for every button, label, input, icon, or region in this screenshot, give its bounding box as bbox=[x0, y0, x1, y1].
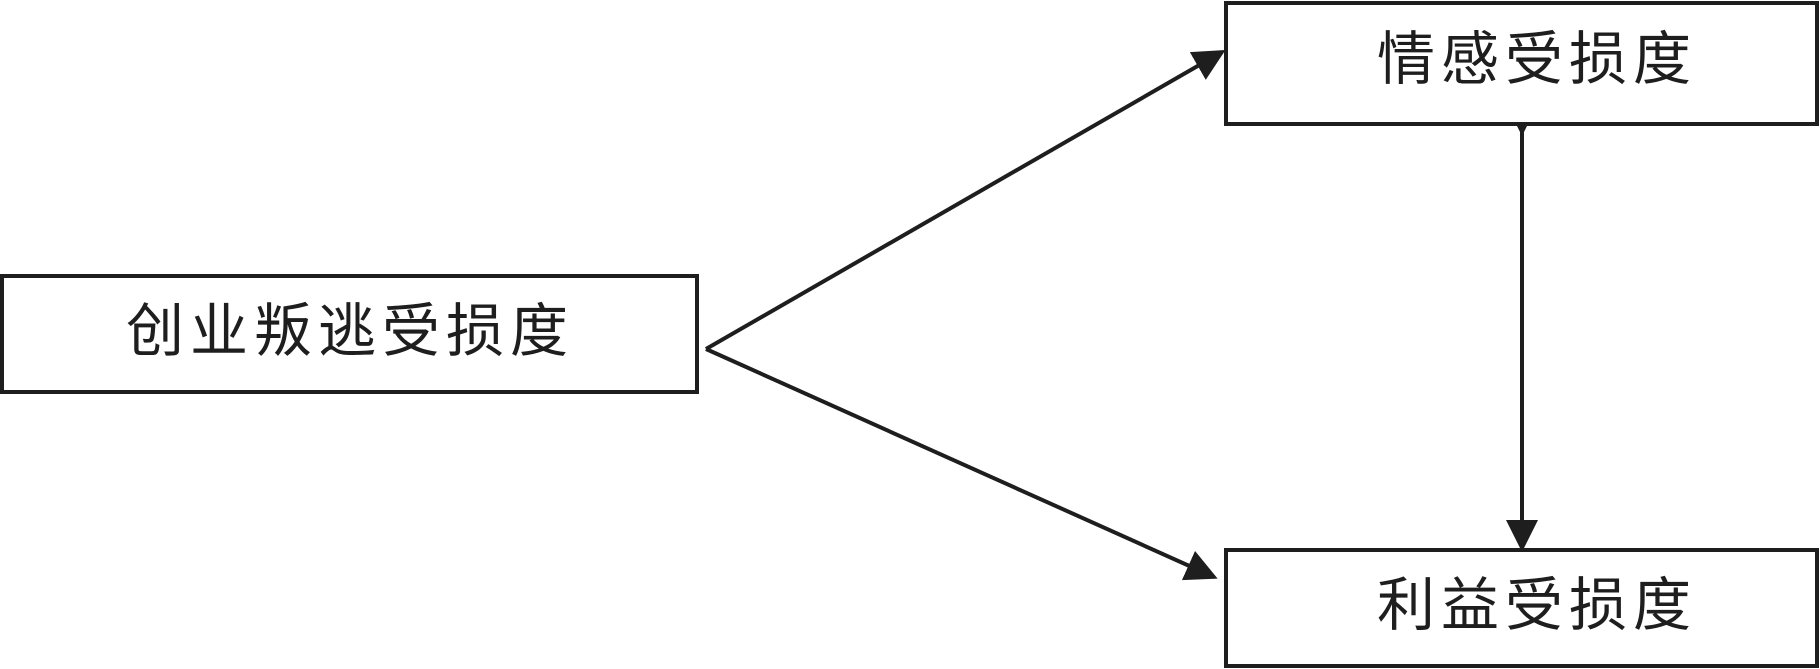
edge-source-to-interest bbox=[705, 347, 1218, 581]
node-emotional-label: 情感受损度 bbox=[1377, 25, 1697, 93]
node-source-label: 创业叛逃受损度 bbox=[126, 297, 574, 365]
node-emotional: 情感受损度 bbox=[1224, 1, 1819, 126]
edge-source-to-emotional bbox=[705, 50, 1226, 351]
node-emotional-box bbox=[1224, 1, 1819, 126]
node-source: 创业叛逃受损度 bbox=[0, 274, 699, 394]
node-interest: 利益受损度 bbox=[1224, 548, 1819, 668]
node-interest-label: 利益受损度 bbox=[1377, 571, 1697, 639]
node-interest-box bbox=[1224, 548, 1819, 668]
node-source-box bbox=[0, 274, 699, 394]
